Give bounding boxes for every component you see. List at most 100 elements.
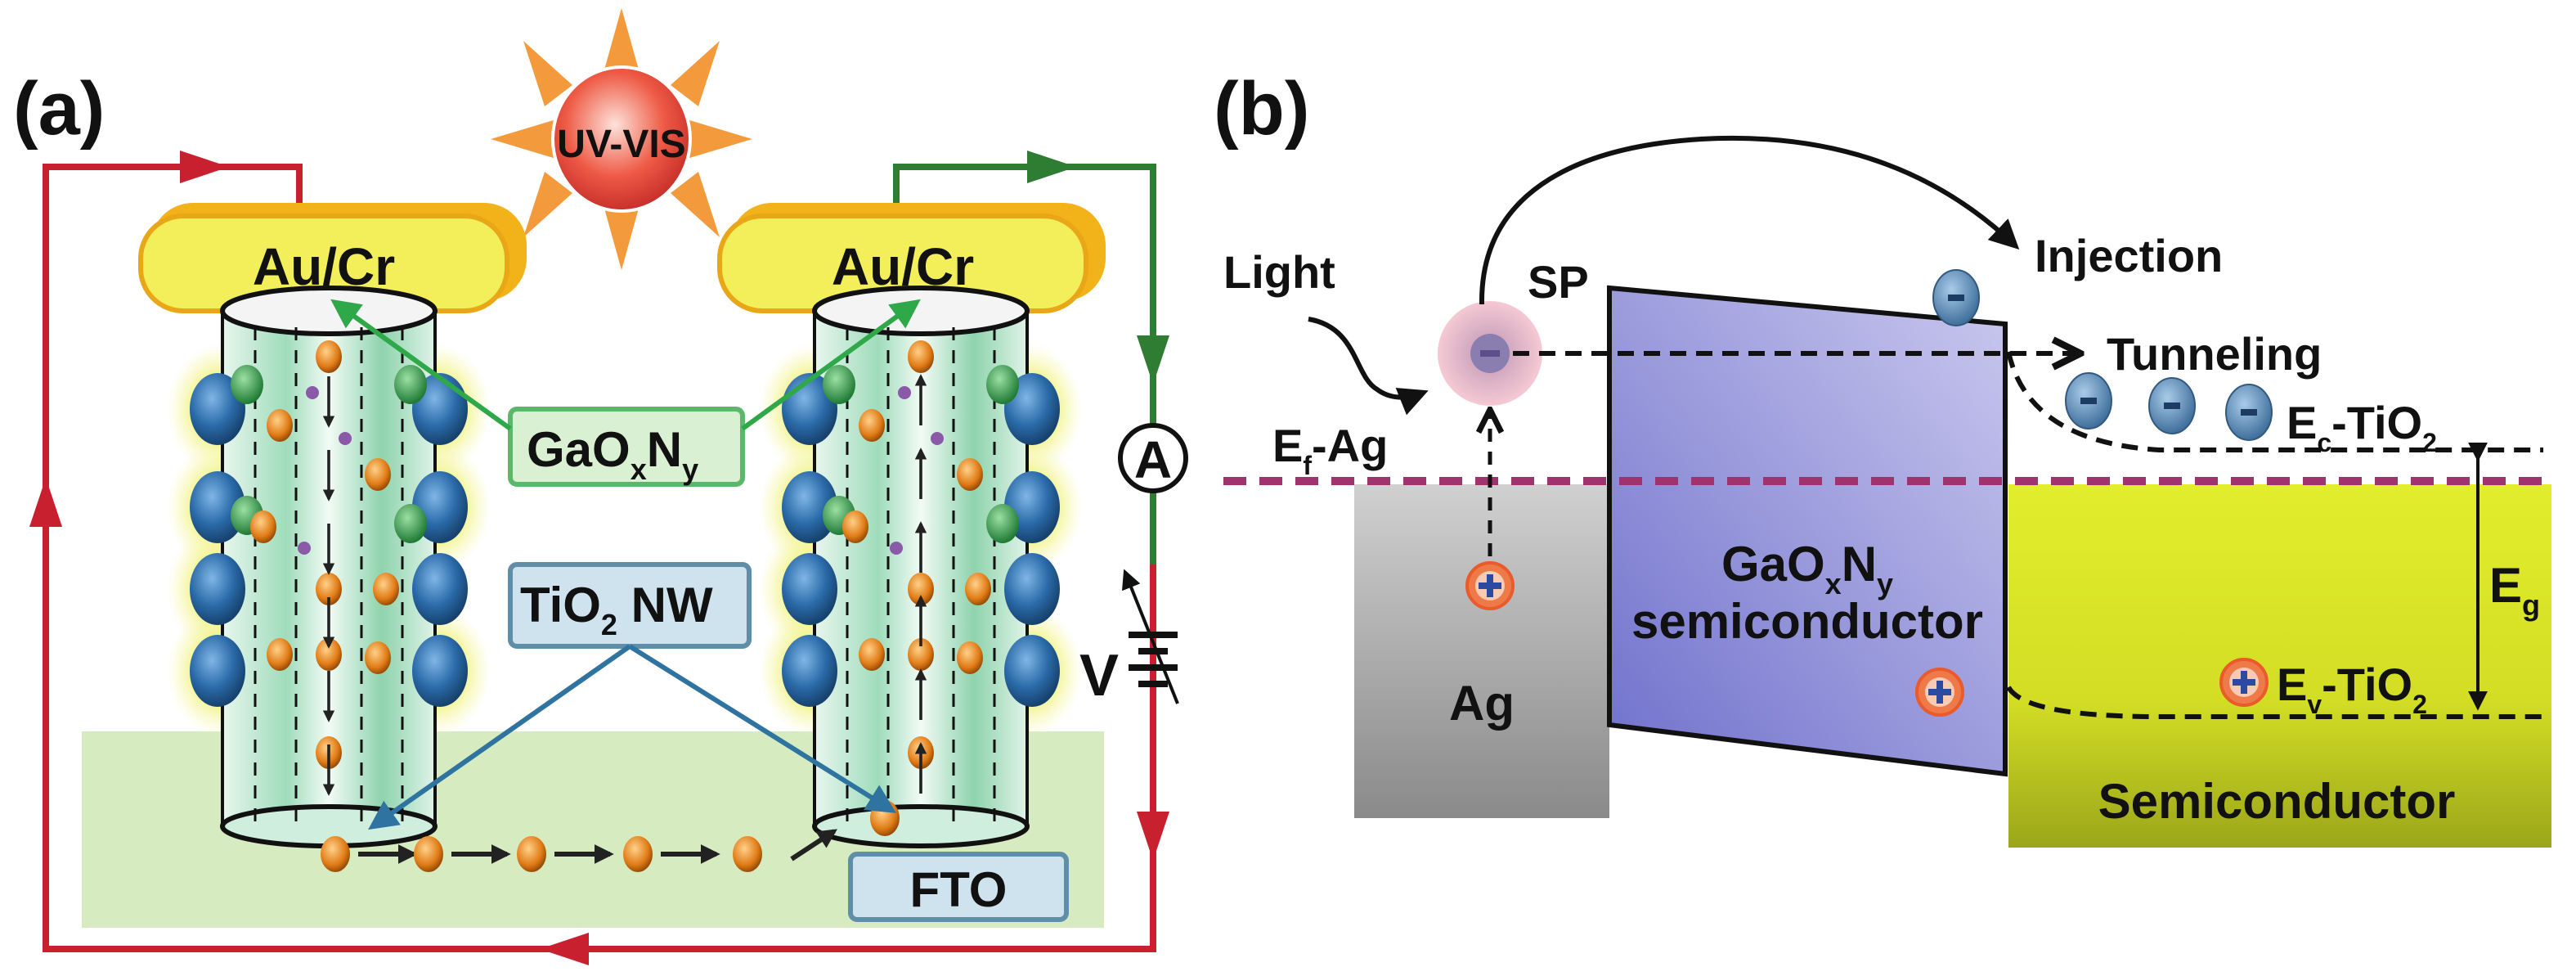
electron: [957, 641, 983, 674]
minus-sign: [2080, 398, 2097, 404]
valence-band-label: Ev-TiO2: [2277, 659, 2427, 719]
light-arrow: [1308, 317, 1429, 416]
shell-pointer-right: [741, 299, 921, 431]
nanowire-bottom: [812, 804, 1030, 848]
panel-a-label: (a): [13, 67, 105, 151]
minus-sign: [2164, 403, 2180, 409]
shell-atom-blue: [782, 553, 837, 625]
plus-sign-v: [2241, 671, 2247, 694]
shell-atom-blue: [190, 373, 245, 445]
dopant-atom: [339, 432, 352, 445]
tunneling-label: Tunneling: [2107, 328, 2322, 380]
injection-label: Injection: [2035, 230, 2223, 281]
circuit-arrow-bottom: [540, 933, 589, 965]
electron: [267, 638, 293, 671]
electron: [316, 573, 342, 605]
light-label: Light: [1223, 246, 1335, 298]
circuit-arrow-right: [1137, 812, 1169, 861]
middle-label-line1: GaOxNy: [1721, 537, 1893, 600]
nanowire-pointer-left: [368, 644, 631, 830]
dopant-atom: [931, 432, 944, 445]
nanowire-right: [759, 286, 1083, 848]
shell-atom-blue: [782, 635, 837, 707]
minus-sign: [1948, 295, 1964, 301]
injection-arrow: [1479, 136, 2020, 305]
circuit-arrow-top: [180, 151, 229, 183]
panel-b: (b) Ag GaOxNy semiconductor Semiconducto…: [1214, 67, 2555, 848]
electron: [365, 458, 391, 491]
electron: [842, 510, 868, 543]
ammeter-label: A: [1134, 430, 1172, 489]
electron: [965, 573, 991, 605]
circuit-arrow-left: [29, 478, 62, 527]
shell-atom-blue: [1004, 635, 1060, 707]
nanowire-top: [220, 286, 438, 336]
nanowire-left: [167, 286, 491, 848]
shell-pointer-left: [330, 299, 512, 431]
fto-electron: [733, 836, 762, 872]
shell-label: GaOxNy: [527, 422, 698, 486]
electrode-right: Au/Cr: [717, 203, 1106, 313]
dopant-atom: [898, 386, 911, 399]
nanowire-label: TiO2 NW: [520, 578, 713, 641]
shell-atom-green: [986, 365, 1019, 404]
middle-semiconductor-band: [1607, 285, 2008, 777]
uv-vis-label: UV-VIS: [557, 123, 685, 166]
fto-electron: [321, 836, 350, 872]
voltage-source: V: [1079, 564, 1179, 708]
valence-band-curve: [2006, 686, 2543, 719]
electron: [365, 641, 391, 674]
electron: [250, 510, 276, 543]
metal-label: Ag: [1449, 676, 1515, 731]
electron: [908, 638, 934, 671]
dopant-atom: [890, 542, 903, 555]
conduction-band-curve: [2006, 351, 2543, 452]
bandgap-label: Eg: [2489, 558, 2540, 622]
fto-electron: [623, 836, 653, 872]
panel-a: (a) A V: [13, 8, 1188, 965]
fto-label: FTO: [910, 862, 1008, 917]
right-semiconductor-label: Semiconductor: [2098, 774, 2456, 829]
conduction-band-label: Ec-TiO2: [2287, 397, 2437, 457]
charge-carriers: [1465, 269, 2273, 717]
circuit-green: [893, 164, 1156, 564]
shell-atom-blue: [412, 635, 468, 707]
fto-flow-arrow: [790, 829, 838, 861]
ammeter: A: [1118, 423, 1188, 493]
shell-atom-green: [394, 365, 427, 404]
sp-label: SP: [1528, 256, 1589, 308]
fermi-level-label: Ef-Ag: [1272, 420, 1388, 480]
circuit-red: [43, 164, 1156, 952]
electron: [957, 458, 983, 491]
shell-atom-blue: [190, 553, 245, 625]
electron: [908, 573, 934, 605]
electron: [373, 573, 399, 605]
shell-atom-green: [823, 365, 855, 404]
uv-vis-sun-icon: UV-VIS: [491, 8, 752, 270]
shell-atom-blue: [1004, 373, 1060, 445]
shell-atom-blue: [1004, 553, 1060, 625]
panel-b-label: (b): [1214, 67, 1309, 151]
plus-sign-v: [1936, 681, 1943, 704]
shell-atom-blue: [190, 635, 245, 707]
shell-atom-green: [394, 504, 427, 543]
dopant-atom: [306, 386, 319, 399]
circuit-arrow-green-top: [1027, 151, 1076, 183]
electron: [316, 340, 342, 373]
shell-atom-blue: [412, 553, 468, 625]
electron: [908, 340, 934, 373]
nanowire-pointer-right: [628, 644, 897, 813]
dopant-atom: [298, 542, 311, 555]
electron: [316, 638, 342, 671]
right-semiconductor-block: [2008, 484, 2551, 848]
electron: [859, 409, 885, 442]
fto-label-box: FTO: [848, 852, 1069, 922]
shell-atom-blue: [782, 471, 837, 543]
nanowire-label-box: TiO2 NW: [368, 562, 897, 830]
shell-atom-blue: [190, 471, 245, 543]
plus-sign-v: [1487, 574, 1493, 597]
electron: [859, 638, 885, 671]
fto-electron: [414, 836, 443, 872]
shell-label-box: GaOxNy: [330, 299, 921, 487]
